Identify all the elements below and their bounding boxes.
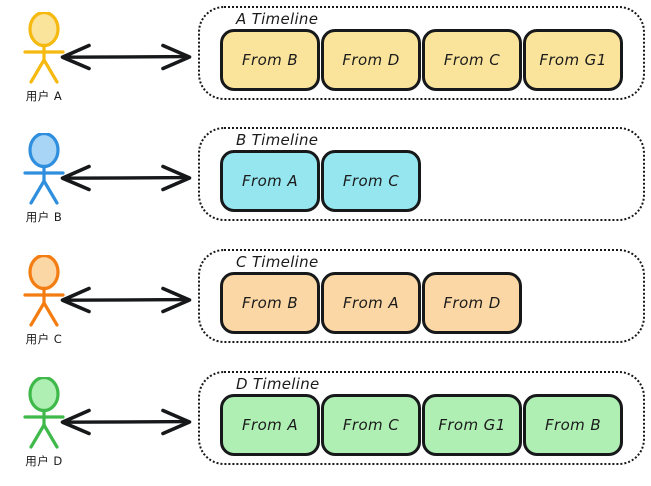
stick-figure-icon (23, 377, 65, 449)
timeline-card[interactable]: From C (321, 394, 421, 456)
timeline-title: C Timeline (236, 253, 319, 271)
timeline-card[interactable]: From D (321, 29, 421, 91)
timeline-card[interactable]: From G1 (422, 394, 522, 456)
stick-figure-icon (23, 133, 65, 205)
timeline-card[interactable]: From C (422, 29, 522, 91)
timeline-title: B Timeline (236, 131, 319, 149)
double-headed-arrow-icon (60, 286, 192, 314)
actor-label: 用户 A (25, 89, 63, 103)
timeline-card[interactable]: From A (321, 272, 421, 334)
timeline-card[interactable]: From B (220, 272, 320, 334)
timeline-card[interactable]: From D (422, 272, 522, 334)
timeline-card[interactable]: From B (220, 29, 320, 91)
actor-label: 用户 D (25, 454, 63, 468)
actor-label: 用户 C (25, 332, 63, 346)
double-headed-arrow-icon (60, 408, 192, 436)
timeline-card[interactable]: From A (220, 394, 320, 456)
double-headed-arrow-icon (60, 164, 192, 192)
timeline-card[interactable]: From G1 (523, 29, 623, 91)
actor-2[interactable]: 用户 C (8, 255, 88, 355)
actor-0[interactable]: 用户 A (8, 12, 88, 112)
double-headed-arrow-icon (60, 43, 192, 71)
timeline-title: A Timeline (236, 10, 319, 28)
timeline-title: D Timeline (236, 375, 320, 393)
timeline-card[interactable]: From A (220, 150, 320, 212)
actor-1[interactable]: 用户 B (8, 133, 88, 233)
actor-3[interactable]: 用户 D (8, 377, 88, 477)
stick-figure-icon (23, 12, 65, 84)
timeline-card[interactable]: From C (321, 150, 421, 212)
timeline-card[interactable]: From B (523, 394, 623, 456)
actor-label: 用户 B (25, 210, 63, 224)
stick-figure-icon (23, 255, 65, 327)
